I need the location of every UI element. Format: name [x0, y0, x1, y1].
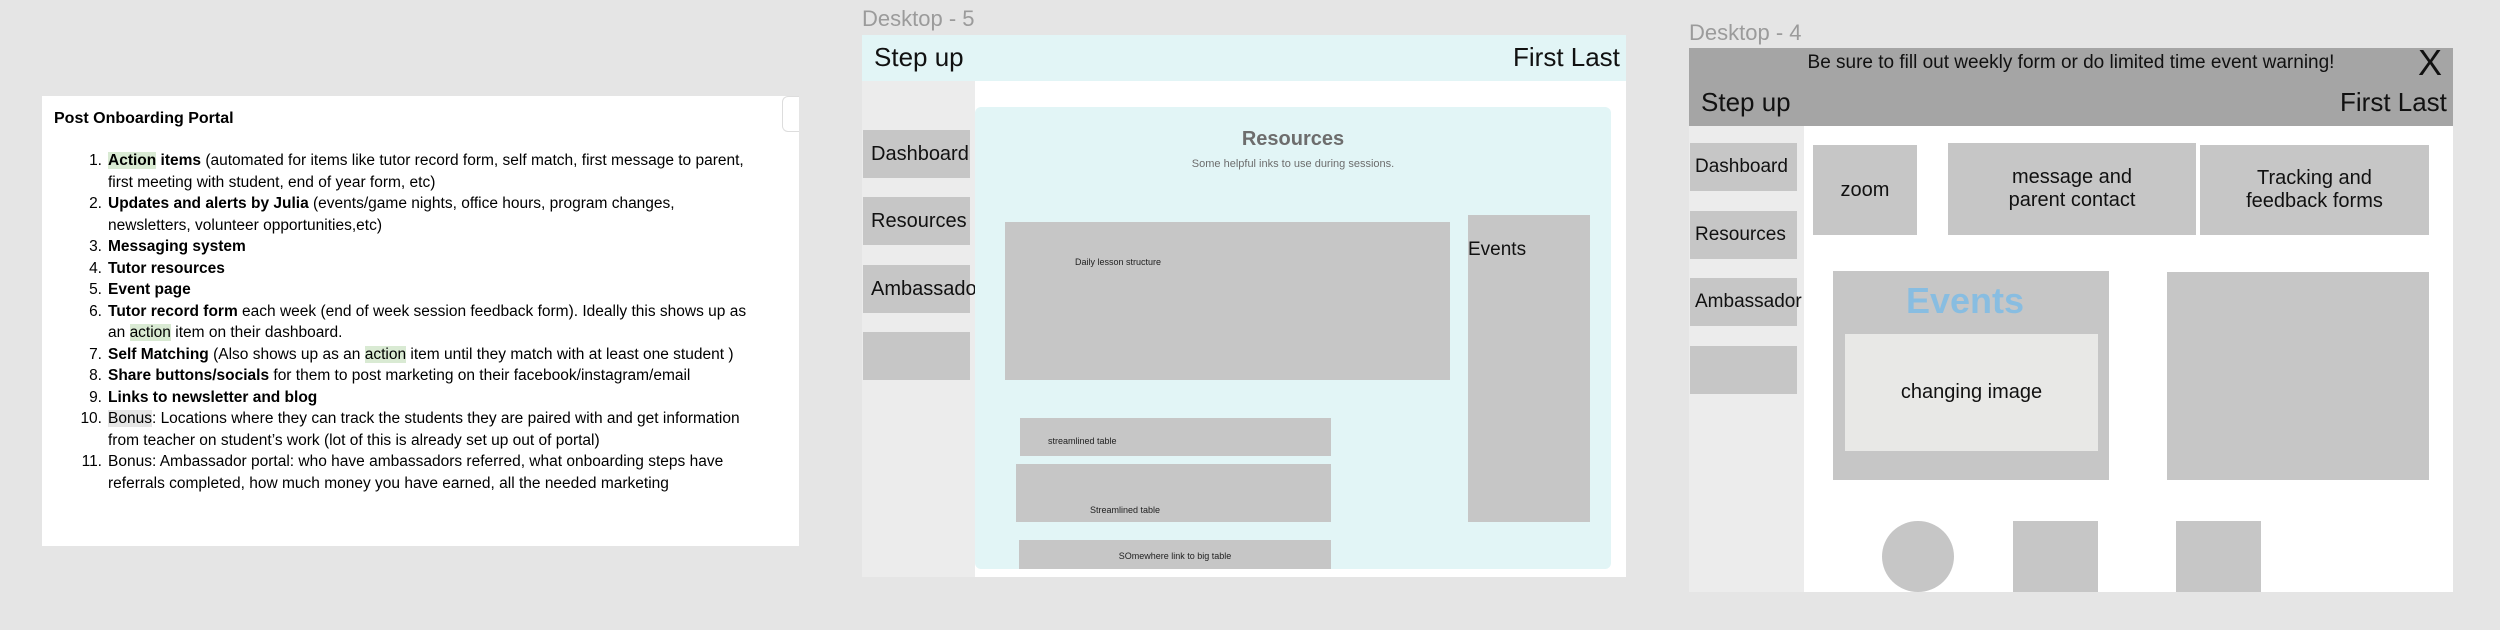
- sidebar-item-ambassador[interactable]: Ambassador: [863, 265, 983, 313]
- brand-logo[interactable]: Step up: [874, 42, 964, 72]
- page-title: Resources: [1241, 128, 1345, 150]
- changing-image[interactable]: changing image: [1845, 334, 2098, 451]
- events-label: Events: [1468, 239, 1527, 260]
- brand-logo[interactable]: Step up: [1701, 87, 1791, 117]
- sidebar-item-resources[interactable]: Resources: [1690, 211, 1797, 259]
- list-item: 4.Tutor resources: [89, 259, 225, 277]
- sidebar-item-empty[interactable]: [1690, 346, 1797, 394]
- list-item: 11.Bonus: Ambassador portal: who have am…: [81, 453, 724, 492]
- document-title: Post Onboarding Portal: [54, 110, 234, 127]
- list-item: 3.Messaging system: [89, 238, 246, 255]
- streamlined-table-label-2: Streamlined table: [1090, 505, 1161, 515]
- zoom-tile[interactable]: zoom: [1813, 145, 1917, 235]
- events-title: Events: [1906, 280, 2025, 321]
- message-parent-contact-tile[interactable]: message and parent contact: [1948, 143, 2196, 235]
- sidebar-item-empty[interactable]: [863, 332, 970, 380]
- sidebar-item-dashboard[interactable]: Dashboard: [1690, 143, 1797, 191]
- big-table-link[interactable]: SOmewhere link to big table: [1019, 540, 1331, 569]
- warning-text: Be sure to fill out weekly form or do li…: [1807, 52, 2335, 73]
- list-item: 10.Bonus: Locations where they can track…: [80, 410, 740, 449]
- close-icon[interactable]: X: [2418, 42, 2443, 83]
- list-item: 9.Links to newsletter and blog: [89, 388, 318, 406]
- square-placeholder-2[interactable]: [2176, 521, 2261, 592]
- frame-title-desktop5[interactable]: Desktop - 5: [862, 6, 975, 31]
- streamlined-table-label: streamlined table: [1048, 436, 1117, 446]
- feature-list: 1.Action items (automated for items like…: [70, 150, 760, 494]
- sidebar-item-resources[interactable]: Resources: [863, 197, 970, 245]
- user-name[interactable]: First Last: [2340, 87, 2447, 117]
- image-placeholder[interactable]: [2167, 272, 2429, 480]
- big-table-label: SOmewhere link to big table: [1118, 551, 1232, 561]
- list-item: 5.Event page: [89, 281, 191, 298]
- lesson-structure-card[interactable]: Daily lesson structure: [1005, 222, 1450, 380]
- lesson-structure-label: Daily lesson structure: [1075, 257, 1162, 267]
- page-subtitle: Some helpful inks to use during sessions…: [1191, 158, 1395, 170]
- list-item: 6.Tutor record form each week (end of we…: [89, 302, 747, 341]
- user-name[interactable]: First Last: [1513, 42, 1620, 72]
- list-item: 7.Self Matching (Also shows up as an act…: [89, 345, 734, 363]
- streamlined-table-link[interactable]: streamlined table: [1020, 418, 1331, 456]
- sidebar-item-ambassador[interactable]: Ambassador: [1690, 278, 1802, 326]
- desktop5-header: [862, 35, 1626, 81]
- sidebar-item-dashboard[interactable]: Dashboard: [863, 130, 970, 178]
- document-card: [42, 96, 799, 546]
- square-placeholder[interactable]: [2013, 521, 2098, 592]
- list-item: 2.Updates and alerts by Julia (events/ga…: [89, 195, 675, 234]
- list-item: 8.Share buttons/socials for them to post…: [89, 367, 691, 384]
- list-item: 1.Action items (automated for items like…: [89, 152, 744, 191]
- events-panel[interactable]: Events: [1468, 215, 1590, 522]
- circle-placeholder[interactable]: [1882, 521, 1954, 592]
- tracking-feedback-tile[interactable]: Tracking and feedback forms: [2200, 145, 2429, 235]
- streamlined-table-link-2[interactable]: Streamlined table: [1016, 464, 1331, 522]
- comment-tab[interactable]: [782, 96, 799, 132]
- warning-banner: [1689, 48, 2453, 126]
- frame-title-desktop4[interactable]: Desktop - 4: [1689, 20, 1802, 45]
